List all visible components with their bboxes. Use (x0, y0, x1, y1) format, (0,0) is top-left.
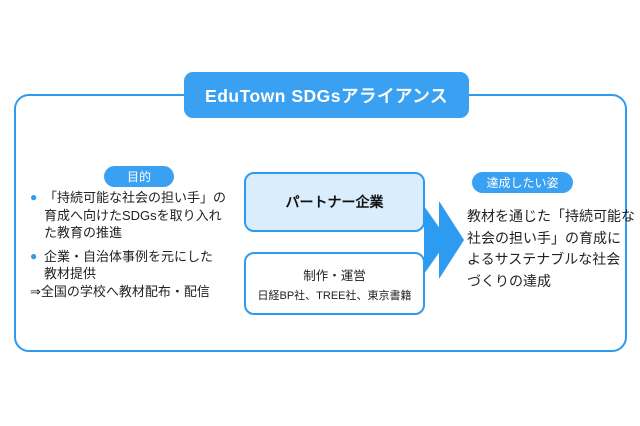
purpose-item-2-text: 企業・自治体事例を元にした 教材提供 (44, 248, 248, 283)
purpose-badge: 目的 (104, 166, 174, 187)
purpose-item-2-line-1: 企業・自治体事例を元にした (44, 248, 214, 264)
partner-companies-box: パートナー企業 (244, 172, 425, 232)
double-chevron-right-icon (424, 201, 464, 279)
purpose-item-1-line-1: 「持続可能な社会の担い手」の (44, 190, 227, 205)
purpose-item-1-text: 「持続可能な社会の担い手」の 育成へ向けたSDGsを取り入れ た教育の推進 (44, 189, 248, 242)
partner-companies-label: パートナー企業 (285, 194, 384, 210)
purpose-result-line: ⇒全国の学校へ教材配布・配信 (30, 283, 210, 299)
purpose-item-2: ● 企業・自治体事例を元にした 教材提供 (30, 248, 248, 283)
operations-title: 制作・運営 (303, 268, 366, 283)
operations-box: 制作・運営 日経BP社、TREE社、東京書籍 (244, 252, 425, 315)
purpose-item-2-line-2: 教材提供 (44, 266, 97, 281)
purpose-item-1-line-3: た教育の推進 (44, 225, 123, 240)
title-banner: EduTown SDGsアライアンス (184, 72, 469, 118)
goal-badge: 達成したい姿 (472, 172, 573, 193)
title-text: EduTown SDGsアライアンス (205, 85, 448, 106)
goal-text: 教材を通じた「持続可能な 社会の担い手」の育成に よるサステナブルな社会 づくり… (467, 208, 635, 289)
purpose-item-1: ● 「持続可能な社会の担い手」の 育成へ向けたSDGsを取り入れ た教育の推進 (30, 189, 248, 242)
purpose-list: ● 「持続可能な社会の担い手」の 育成へ向けたSDGsを取り入れ た教育の推進 … (30, 189, 248, 300)
bullet-dot-icon: ● (30, 248, 38, 263)
bullet-dot-icon: ● (30, 190, 38, 204)
purpose-item-1-line-2: 育成へ向けたSDGsを取り入れ (44, 207, 222, 223)
operations-companies: 日経BP社、TREE社、東京書籍 (257, 289, 412, 302)
